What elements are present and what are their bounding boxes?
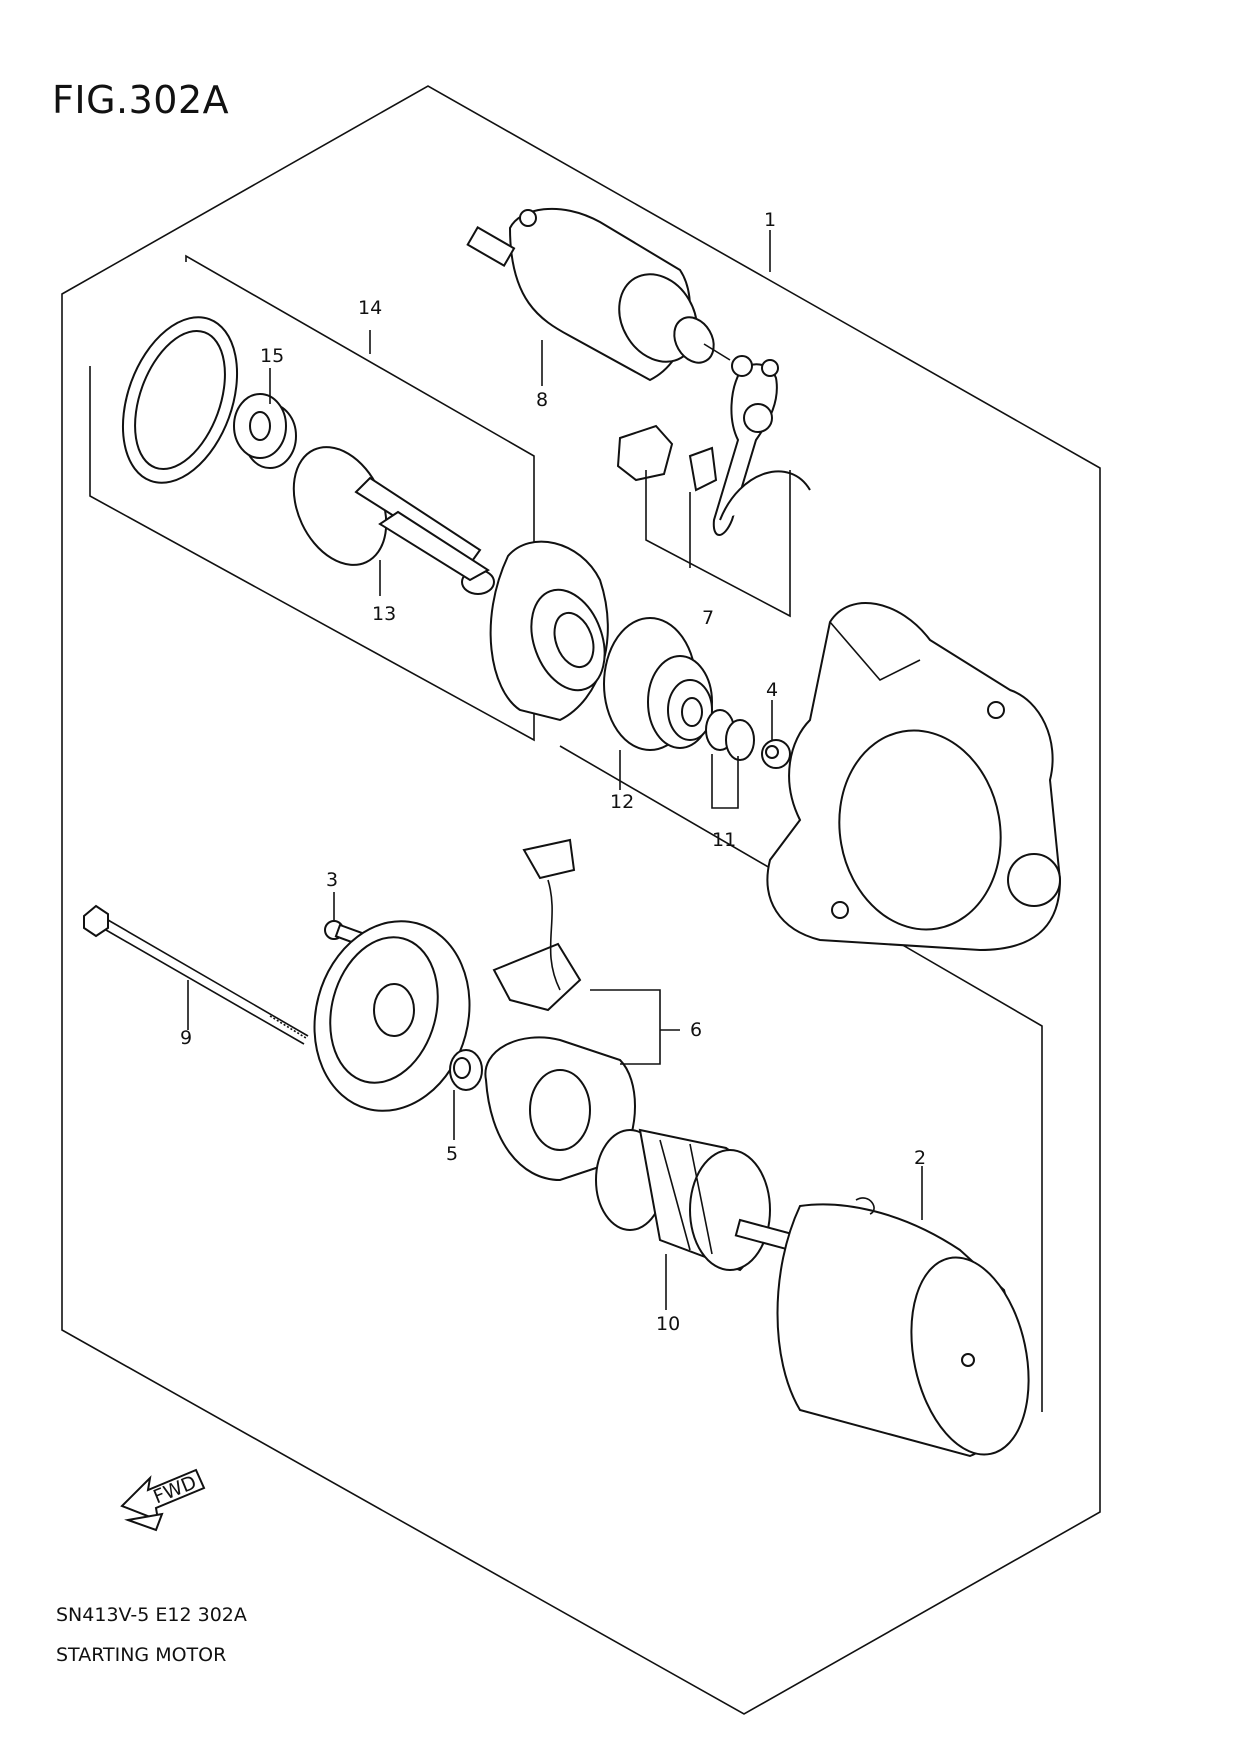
housing-ring [121, 316, 239, 484]
fwd-label: FWD [150, 1471, 199, 1508]
shaft-part-13 [292, 446, 495, 595]
callout-2: 2 [914, 1147, 926, 1169]
callout-10: 10 [656, 1313, 680, 1335]
bush-part-5 [449, 1049, 483, 1091]
assembly-frame [61, 85, 1101, 1715]
callout-12: 12 [610, 791, 634, 813]
rings-part-11 [705, 709, 755, 761]
callout-9: 9 [180, 1027, 192, 1049]
callout-6: 6 [690, 1019, 702, 1041]
solenoid-part-8 [466, 207, 731, 382]
callout-8: 8 [536, 389, 548, 411]
callout-13: 13 [372, 603, 396, 625]
brush-holder-part-6 [484, 838, 636, 1182]
yoke-part-2 [776, 1197, 1030, 1458]
callout-3: 3 [326, 869, 338, 891]
housing-part-14 [489, 540, 609, 722]
callout-4: 4 [766, 679, 778, 701]
callout-11: 11 [712, 829, 736, 851]
leader-lines [187, 230, 923, 1310]
bushing-part-4 [761, 739, 791, 769]
figure-title: FIG.302A [52, 78, 230, 122]
footer-part-code: SN413V-5 E12 302A [56, 1604, 247, 1626]
bearing-part-15 [233, 393, 297, 469]
end-cover [313, 920, 471, 1112]
armature-part-10 [595, 1128, 796, 1272]
callout-15: 15 [260, 345, 284, 367]
bracket-lower [559, 745, 1043, 1412]
fwd-arrow-icon: FWD [120, 1468, 206, 1532]
callout-7: 7 [702, 607, 714, 629]
footer-diagram-name: STARTING MOTOR [56, 1644, 227, 1666]
gear-case [766, 602, 1062, 952]
callout-5: 5 [446, 1143, 458, 1165]
lever-part-7 [616, 355, 811, 536]
callout-1: 1 [764, 209, 776, 231]
callout-14: 14 [358, 297, 382, 319]
clutch-part-12 [603, 617, 713, 751]
bolt-part-9 [83, 904, 309, 1045]
